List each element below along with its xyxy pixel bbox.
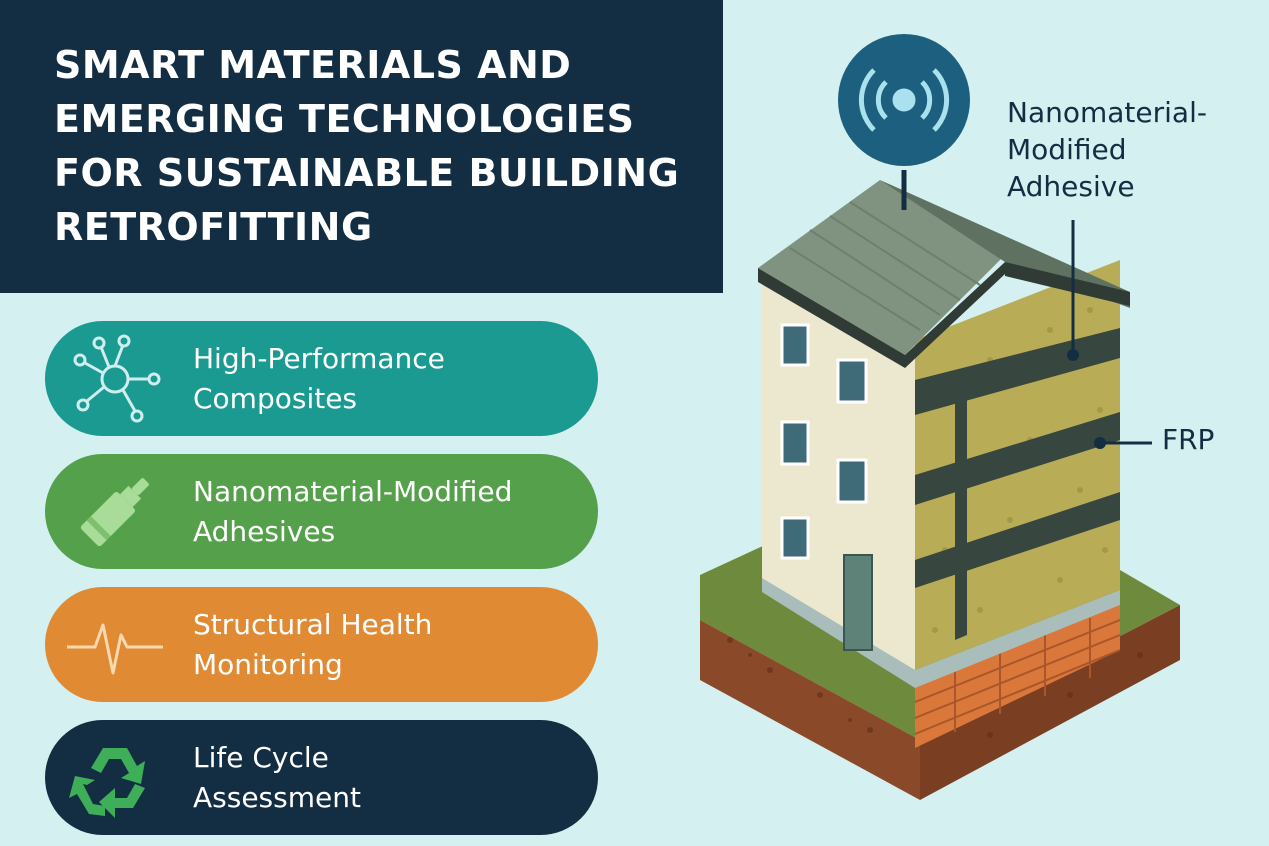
- item-label-line: Life Cycle: [193, 740, 329, 774]
- item-label: Structural Health Monitoring: [193, 605, 573, 685]
- frp-band: [915, 328, 1120, 415]
- item-label-line: Composites: [193, 381, 358, 415]
- foundation-trim: [762, 575, 1120, 688]
- callout-frp: FRP: [1162, 423, 1215, 456]
- ground-soil-right: [920, 605, 1180, 800]
- item-label: Life Cycle Assessment: [193, 738, 573, 818]
- item-label: Nanomaterial-Modified Adhesives: [193, 472, 573, 552]
- item-label-line: Adhesives: [193, 514, 336, 548]
- roof-front: [758, 180, 1005, 355]
- item-nanomaterial-modified-adhesives: Nanomaterial-Modified Adhesives: [45, 454, 598, 569]
- roof-edge: [758, 262, 1005, 368]
- item-label-line: Nanomaterial-Modified: [193, 474, 513, 508]
- title-panel: SMART MATERIALS AND EMERGING TECHNOLOGIE…: [0, 0, 723, 293]
- ground-soil-left: [700, 620, 920, 800]
- heartbeat-icon: [65, 595, 165, 695]
- roof-side: [880, 180, 1130, 308]
- callout-line: Adhesive: [1007, 170, 1135, 203]
- callout-line: Nanomaterial-: [1007, 96, 1207, 129]
- callout-nanomaterial-adhesive: Nanomaterial- Modified Adhesive: [1007, 94, 1257, 205]
- item-label-line: Structural Health: [193, 607, 433, 641]
- item-structural-health-monitoring: Structural Health Monitoring: [45, 587, 598, 702]
- item-label-line: High-Performance: [193, 341, 445, 375]
- page-title: SMART MATERIALS AND EMERGING TECHNOLOGIE…: [54, 43, 680, 249]
- network-icon: [65, 329, 165, 429]
- building-illustration: [700, 34, 1180, 800]
- item-life-cycle-assessment: Life Cycle Assessment: [45, 720, 598, 835]
- item-label-line: Monitoring: [193, 647, 343, 681]
- roof-eave: [1005, 262, 1130, 306]
- adhesive-tube-icon: [65, 462, 165, 562]
- recycle-icon: [65, 728, 165, 828]
- frp-band-vertical: [955, 396, 967, 640]
- door: [843, 554, 873, 651]
- item-label: High-Performance Composites: [193, 339, 573, 419]
- callout-line: Modified: [1007, 133, 1127, 166]
- item-label-line: Assessment: [193, 780, 361, 814]
- item-high-performance-composites: High-Performance Composites: [45, 321, 598, 436]
